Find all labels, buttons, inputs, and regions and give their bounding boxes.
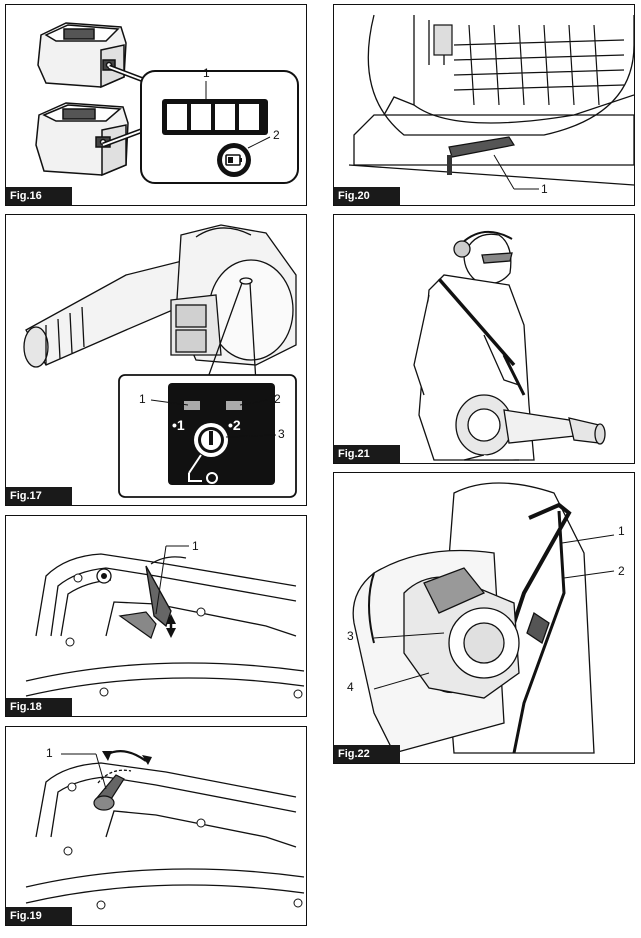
callout-3: 3 (347, 629, 354, 643)
operator-with-shoulder-strap-illustration (413, 231, 606, 461)
callout-1: 1 (139, 392, 146, 406)
blower-switch-panel-illustration (23, 224, 297, 498)
callout-1: 1 (541, 182, 548, 196)
figure-label: Fig.21 (334, 445, 400, 463)
figure-label: Fig.22 (334, 745, 400, 763)
figure-label: Fig.17 (6, 487, 72, 505)
strap-harness-on-shoulder-illustration (352, 482, 615, 754)
mark-two: •2 (228, 417, 241, 433)
handle-lever-illustration (25, 750, 305, 910)
callout-2: 2 (618, 564, 625, 578)
callout-1: 1 (203, 66, 210, 80)
battery-indicator-illustration (35, 22, 299, 184)
figure-label: Fig.20 (334, 187, 400, 205)
blower-base-latch-illustration (348, 14, 634, 190)
figure-20: 1 Fig.20 (333, 4, 635, 206)
callout-2: 2 (274, 392, 281, 406)
figure-21: Fig.21 (333, 214, 635, 464)
figure-label: Fig.16 (6, 187, 72, 205)
callout-4: 4 (347, 680, 354, 694)
figure-label: Fig.18 (6, 698, 72, 716)
callout-2: 2 (273, 128, 280, 142)
switch-panel-marks: •1 •2 (172, 417, 241, 433)
figure-19: 1 Fig.19 (5, 726, 307, 926)
callout-1: 1 (46, 746, 53, 760)
callout-1: 1 (192, 539, 199, 553)
callout-1: 1 (618, 524, 625, 538)
figure-17: •1 •2 1 2 3 Fig.17 (5, 214, 307, 506)
handle-trigger-illustration (25, 545, 305, 699)
callout-3: 3 (278, 427, 285, 441)
figure-22: 1 2 3 4 Fig.22 (333, 472, 635, 764)
figure-18: 1 Fig.18 (5, 515, 307, 717)
figure-16: 1 2 Fig.16 (5, 4, 307, 206)
figure-label: Fig.19 (6, 907, 72, 925)
mark-one: •1 (172, 417, 185, 433)
